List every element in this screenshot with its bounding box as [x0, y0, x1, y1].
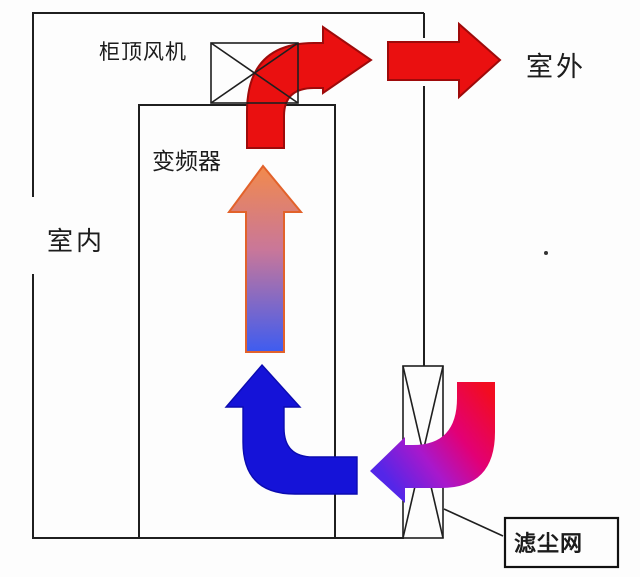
inverter-label: 变频器 — [152, 148, 221, 174]
outdoor-label: 室外 — [526, 52, 586, 82]
top-fan-frame — [210, 42, 299, 104]
dust-filter-callout-box — [503, 516, 620, 569]
stray-dot — [544, 251, 548, 255]
top-fan-label: 柜顶风机 — [99, 41, 187, 64]
outdoor-exhaust-arrow — [387, 21, 502, 100]
cold-intake-elbow-arrow — [224, 363, 358, 495]
exhaust-elbow-arrow — [246, 25, 373, 149]
top-fan-icon — [210, 42, 299, 104]
top-fan-blade-line — [210, 42, 299, 104]
indoor-label: 室内 — [47, 226, 105, 256]
filter-intake-arrow — [370, 382, 495, 503]
dust-filter-label: 滤尘网 — [514, 531, 583, 556]
cabinet-updraft-arrow — [227, 164, 304, 353]
dust-filter-callout-line — [443, 508, 504, 537]
